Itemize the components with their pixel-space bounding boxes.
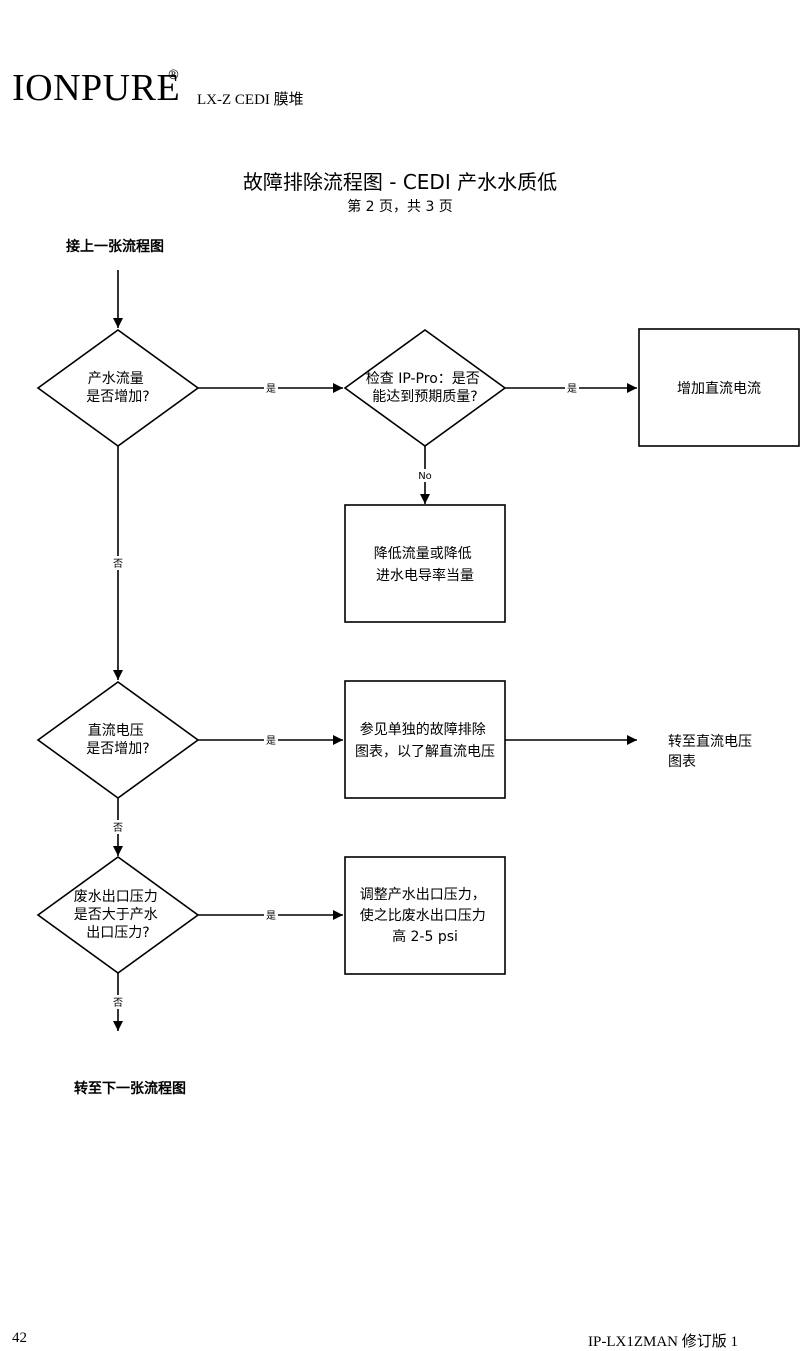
edge-label-d4-no: 否	[111, 995, 125, 1009]
page-number: 42	[12, 1330, 27, 1346]
decision-product-flow: 产水流量 是否增加?	[36, 329, 200, 447]
svg-text:废水出口压力 是否大于产水 出口压力: 废水出口压力 是否大于产水 出口压力?	[74, 889, 162, 941]
edge-label-d3-no: 否	[111, 820, 125, 834]
box-increase-dc-current: 增加直流电流	[638, 328, 800, 447]
decision-check-ip-pro: 检查 IP-Pro：是否 能达到预期质量?	[343, 329, 507, 447]
edge-label-d4-yes: 是	[264, 908, 278, 922]
svg-text:直流电压 是否增加?: 直流电压 是否增加?	[86, 722, 149, 757]
edge-label-d2-no: No	[416, 469, 434, 482]
svg-text:是: 是	[567, 383, 577, 395]
edge-label-d2-yes: 是	[565, 381, 579, 395]
product-name: LX-Z CEDI 膜堆	[197, 92, 304, 108]
svg-text:产水流量 是否增加?: 产水流量 是否增加?	[86, 371, 149, 405]
goto-dc-voltage-chart: 转至直流电压 图表	[668, 733, 756, 770]
start-label: 接上一张流程图	[66, 239, 164, 255]
svg-text:是: 是	[266, 735, 276, 747]
page-title: 故障排除流程图 - CEDI 产水水质低	[242, 170, 558, 194]
page-subtitle: 第 2 页，共 3 页	[347, 199, 453, 215]
svg-text:No: No	[418, 471, 432, 482]
end-label: 转至下一张流程图	[74, 1081, 186, 1097]
svg-text:是: 是	[266, 910, 276, 922]
brand-logo-text: IONPURE	[12, 67, 181, 109]
decision-dc-voltage: 直流电压 是否增加?	[36, 681, 200, 799]
svg-text:否: 否	[113, 558, 123, 570]
edge-label-d3-yes: 是	[264, 733, 278, 747]
svg-text:否: 否	[113, 997, 123, 1009]
box-reduce-flow: 降低流量或降低 进水电导率当量	[344, 504, 506, 623]
svg-text:调整产水出口压力， 使之比废水出口压力: 调整产水出口压力， 使之比废水出口压力 高 2-5 psi	[360, 887, 490, 945]
svg-text:否: 否	[113, 822, 123, 834]
document-id: IP-LX1ZMAN 修订版 1	[588, 1334, 738, 1350]
svg-text:增加直流电流: 增加直流电流	[677, 380, 761, 397]
edge-label-d1-yes: 是	[264, 381, 278, 395]
svg-text:检查 IP-Pro：是否 能达到预期质量?: 检查 IP-Pro：是否 能达到预期质量?	[366, 371, 484, 405]
box-adjust-product-pressure: 调整产水出口压力， 使之比废水出口压力 高 2-5 psi	[344, 856, 506, 975]
box-see-voltage-chart: 参见单独的故障排除 图表，以了解直流电压	[344, 680, 506, 799]
svg-text:降低流量或降低 进水电导率当量: 降低流量或降低 进水电导率当量	[374, 546, 476, 584]
svg-text:参见单独的故障排除 图表，以了解直流电压: 参见单独的故障排除 图表，以了解直流电压	[355, 721, 495, 760]
edge-label-d1-no: 否	[111, 556, 125, 570]
registered-mark: ®	[167, 68, 180, 83]
decision-reject-pressure: 废水出口压力 是否大于产水 出口压力?	[36, 856, 200, 974]
svg-text:是: 是	[266, 383, 276, 395]
